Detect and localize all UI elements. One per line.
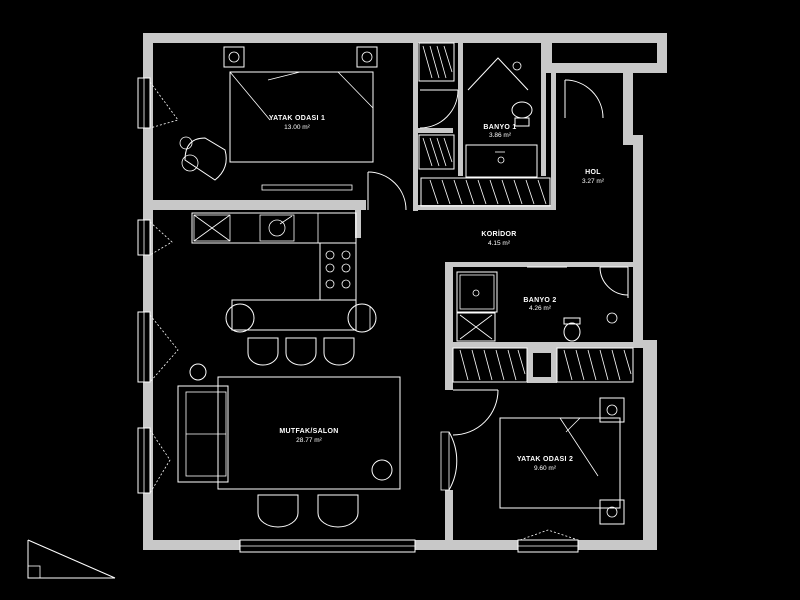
door-swing-icon — [564, 79, 604, 119]
window-icon — [261, 184, 353, 191]
room-area-hall: 3.27 m² — [582, 178, 605, 185]
bedroom2-furniture — [452, 347, 634, 525]
door-swing-icon — [440, 431, 458, 491]
room-name-hall: HOL — [585, 169, 601, 176]
toilet-icon — [563, 317, 581, 342]
room-area-living: 28.77 m² — [296, 437, 322, 444]
doors — [367, 79, 629, 491]
toilet-icon — [511, 101, 533, 127]
room-area-bath2: 4.26 m² — [529, 305, 552, 312]
shower-icon — [465, 144, 538, 178]
bath2-fixtures — [456, 266, 618, 342]
room-name-bath1: BANYO 1 — [483, 124, 516, 131]
bed-icon — [229, 71, 374, 163]
room-name-bath2: BANYO 2 — [523, 297, 556, 304]
room-area-bedroom2: 9.60 m² — [534, 465, 557, 472]
dining-chair-icon — [225, 303, 377, 366]
room-name-corridor: KORİDOR — [481, 230, 516, 238]
living-furniture — [177, 363, 401, 528]
room-area-bath1: 3.86 m² — [489, 132, 512, 139]
wardrobe-icon — [418, 42, 455, 170]
wardrobe-icon — [420, 177, 551, 207]
wardrobe-icon — [452, 347, 634, 383]
room-area-bedroom1: 13.00 m² — [284, 124, 310, 131]
room-name-living: MUTFAK/SALON — [279, 428, 338, 435]
sink-icon — [606, 312, 618, 324]
bedroom1-furniture — [179, 46, 378, 181]
sink-icon — [259, 214, 295, 242]
room-name-bedroom1: YATAK ODASI 1 — [269, 115, 325, 122]
kitchen-fixtures — [191, 212, 377, 366]
windows — [137, 77, 579, 553]
room-labels: YATAK ODASI 1 13.00 m² BANYO 1 3.86 m² H… — [269, 115, 605, 472]
door-swing-icon — [452, 389, 499, 436]
door-swing-icon — [367, 171, 407, 211]
sofa-icon — [177, 385, 229, 483]
room-area-corridor: 4.15 m² — [488, 240, 511, 247]
bath1-fixtures — [418, 42, 551, 207]
armchair-icon — [257, 494, 359, 528]
shower-icon — [456, 271, 498, 313]
door-swing-icon — [599, 266, 629, 298]
door-swing-icon — [419, 89, 459, 129]
room-name-bedroom2: YATAK ODASI 2 — [517, 456, 573, 463]
armchair-icon — [179, 136, 227, 181]
north-arrow-icon — [27, 539, 116, 579]
